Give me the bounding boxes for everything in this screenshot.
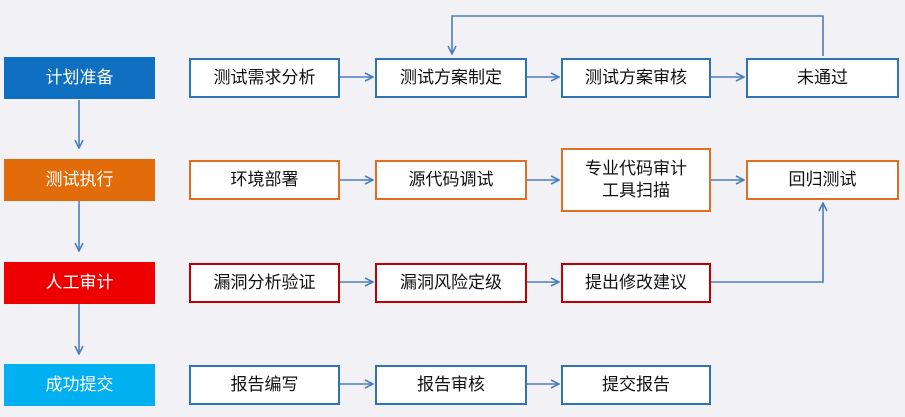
step-environment-deploy: 环境部署 [189, 160, 340, 200]
stage-audit-label: 人工审计 [45, 273, 114, 293]
stage-submit-label: 成功提交 [45, 375, 114, 395]
step-label: 漏洞分析验证 [213, 273, 316, 293]
step-label: 测试需求分析 [213, 68, 316, 88]
step-label: 报告审核 [417, 375, 485, 395]
stage-audit: 人工审计 [4, 262, 155, 304]
step-report-review: 报告审核 [375, 365, 527, 405]
stage-submit: 成功提交 [4, 364, 155, 406]
step-label: 提出修改建议 [585, 273, 687, 293]
stage-plan-label: 计划准备 [45, 68, 114, 88]
step-risk-rating: 漏洞风险定级 [375, 263, 527, 303]
stage-test: 测试执行 [4, 159, 155, 201]
step-label-line1: 专业代码审计 [585, 159, 687, 179]
step-fix-suggestions: 提出修改建议 [561, 263, 711, 303]
step-requirement-analysis: 测试需求分析 [189, 58, 340, 98]
step-label: 测试方案审核 [585, 68, 687, 88]
step-label-line2: 工具扫描 [602, 181, 670, 201]
step-label: 环境部署 [230, 170, 299, 190]
step-report-submit: 提交报告 [561, 365, 711, 405]
step-regression-test: 回归测试 [746, 160, 899, 200]
step-label: 测试方案制定 [400, 68, 502, 88]
step-plan-review: 测试方案审核 [561, 58, 711, 98]
stage-test-label: 测试执行 [45, 170, 114, 190]
stage-plan: 计划准备 [4, 57, 155, 99]
step-label: 提交报告 [602, 375, 670, 395]
arrow-suggestion-to-regression [711, 203, 823, 283]
step-report-writing: 报告编写 [189, 365, 340, 405]
step-label: 漏洞风险定级 [400, 273, 502, 293]
step-label: 报告编写 [230, 375, 299, 395]
step-tool-scan: 专业代码审计 工具扫描 [561, 148, 711, 212]
arrow-rejected-loop-back [452, 15, 824, 56]
step-vuln-verification: 漏洞分析验证 [189, 263, 340, 303]
step-label: 未通过 [797, 68, 848, 88]
step-source-debug: 源代码调试 [375, 160, 527, 200]
step-plan-formulation: 测试方案制定 [375, 58, 527, 98]
step-label: 回归测试 [788, 170, 857, 190]
step-rejected: 未通过 [746, 58, 899, 98]
step-label: 源代码调试 [408, 170, 494, 190]
